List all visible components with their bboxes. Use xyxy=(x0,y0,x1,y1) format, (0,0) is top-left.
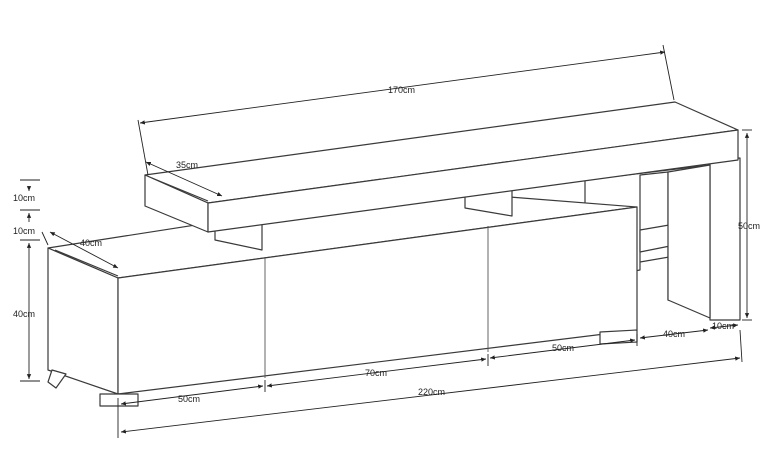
label-top-depth: 35cm xyxy=(176,160,198,170)
right-unit-front xyxy=(667,164,711,319)
label-right-depth: 40cm xyxy=(663,329,685,339)
label-top-thickness: 10cm xyxy=(13,193,35,203)
label-column-height: 50cm xyxy=(738,221,760,231)
label-total-length: 220cm xyxy=(418,387,445,397)
label-door-left: 50cm xyxy=(178,394,200,404)
top-board-front xyxy=(207,129,739,233)
label-door-middle: 70cm xyxy=(365,368,387,378)
label-right-thickness: 10cm xyxy=(712,321,734,331)
base-foot-front xyxy=(99,393,139,407)
dimension-lines xyxy=(20,44,752,438)
right-unit-side xyxy=(709,157,741,321)
label-left-depth: 40cm xyxy=(80,238,102,248)
furniture-drawing xyxy=(47,101,741,407)
label-door-right: 50cm xyxy=(552,343,574,353)
label-top-length: 170cm xyxy=(388,85,415,95)
base-foot-left xyxy=(47,369,67,389)
label-gap-height: 10cm xyxy=(13,226,35,236)
dimension-labels: 170cm 35cm 10cm 10cm 40cm 40cm 50cm 40cm… xyxy=(13,85,760,404)
label-base-height: 40cm xyxy=(13,309,35,319)
